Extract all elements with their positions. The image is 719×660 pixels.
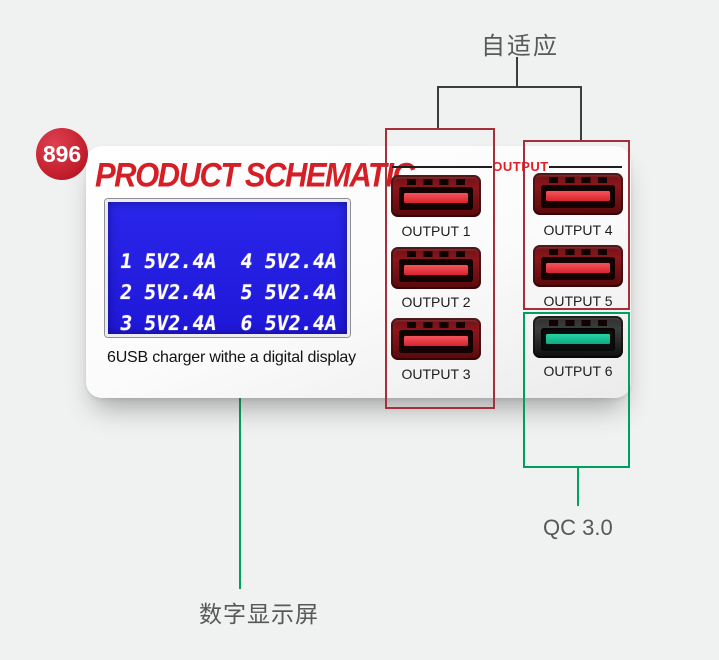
model-number-badge: 896: [36, 128, 88, 180]
usb-port-3-label: OUTPUT 3: [401, 366, 471, 382]
output-header-line-left: [392, 166, 492, 168]
usb-pins-icon: [549, 177, 607, 183]
lcd-display: 1 5V2.4A 4 5V2.4A 2 5V2.4A 5 5V2.4A 3 5V…: [105, 199, 350, 337]
callout-adaptive-line: [580, 86, 582, 140]
usb-port-5-label: OUTPUT 5: [543, 293, 613, 309]
usb-port-2-label: OUTPUT 2: [401, 294, 471, 310]
usb-port-2: [391, 247, 481, 289]
product-title: PRODUCT SCHEMATIC: [95, 155, 415, 195]
usb-port-5: [533, 245, 623, 287]
usb-tongue: [404, 265, 468, 275]
usb-pins-icon: [549, 320, 607, 326]
usb-pins-icon: [549, 249, 607, 255]
usb-pins-icon: [407, 322, 465, 328]
output-header-label: OUTPUT: [492, 159, 549, 174]
device-caption: 6USB charger withe a digital display: [107, 349, 356, 366]
lcd-row-3: 3 5V2.4A 6 5V2.4A: [118, 311, 339, 335]
callout-adaptive-line: [437, 86, 581, 88]
highlight-rect-outputs-1-3: [385, 128, 495, 409]
highlight-rect-outputs-4-5: [523, 140, 630, 310]
callout-adaptive-label: 自适应: [481, 33, 559, 60]
usb-port-1-label: OUTPUT 1: [401, 223, 471, 239]
usb-pins-icon: [407, 179, 465, 185]
usb-port-1: [391, 175, 481, 217]
callout-qc-line: [577, 468, 579, 506]
usb-socket: [399, 330, 473, 353]
usb-port-6-label: OUTPUT 6: [543, 363, 613, 379]
callout-adaptive-line: [516, 57, 518, 86]
usb-tongue: [546, 263, 610, 273]
usb-port-3: [391, 318, 481, 360]
callout-display-line: [239, 341, 241, 589]
lcd-row-1: 1 5V2.4A 4 5V2.4A: [118, 249, 339, 273]
callout-display-label: 数字显示屏: [199, 601, 319, 627]
usb-socket: [399, 187, 473, 210]
output-header-line-right: [549, 166, 622, 168]
usb-port-4: [533, 173, 623, 215]
lcd-row-2: 2 5V2.4A 5 5V2.4A: [118, 280, 339, 304]
usb-port-4-label: OUTPUT 4: [543, 222, 613, 238]
usb-port-6-qc: [533, 316, 623, 358]
callout-qc-label: QC 3.0: [543, 515, 613, 540]
callout-adaptive-line: [437, 86, 439, 128]
usb-tongue: [546, 334, 610, 344]
usb-tongue: [404, 193, 468, 203]
usb-tongue: [404, 336, 468, 346]
highlight-rect-output-6: [523, 312, 630, 468]
usb-socket: [541, 185, 615, 208]
usb-socket: [399, 259, 473, 282]
usb-tongue: [546, 191, 610, 201]
usb-socket: [541, 257, 615, 280]
usb-socket: [541, 328, 615, 351]
usb-pins-icon: [407, 251, 465, 257]
